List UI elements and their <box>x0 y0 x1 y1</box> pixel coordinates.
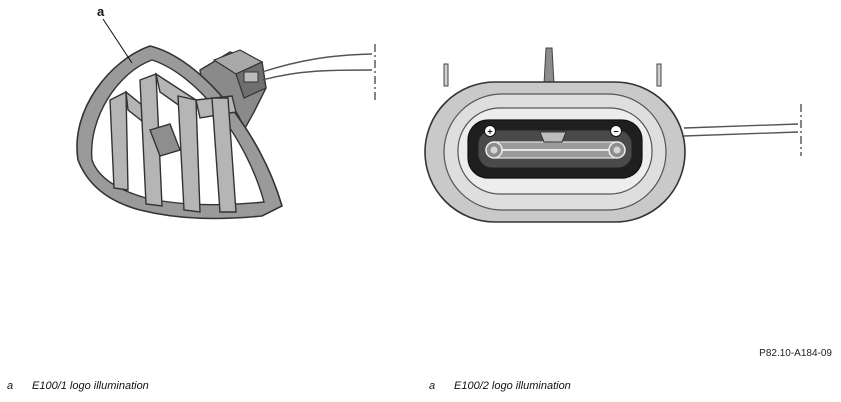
legend-text: E100/2 logo illumination <box>454 380 571 392</box>
legend-key: a <box>7 380 14 392</box>
plus-marker: + <box>484 125 496 137</box>
logo-letters <box>109 72 237 213</box>
logo-illumination-e100-2-illustration: + − <box>424 47 802 223</box>
callout-label: a <box>97 4 105 19</box>
mounting-pins <box>443 47 662 87</box>
contact-right <box>608 141 626 159</box>
lamp-wires <box>683 123 799 137</box>
callout-leader-line <box>102 18 133 64</box>
legend-key: a <box>429 380 436 392</box>
center-clip <box>539 131 567 143</box>
logo-illumination-e100-1-illustration <box>76 18 376 220</box>
connector-wires <box>261 53 373 81</box>
contact-left <box>485 141 503 159</box>
plus-sign: + <box>487 127 492 137</box>
minus-marker: − <box>610 125 622 137</box>
reference-code: P82.10-A184-09 <box>759 348 832 359</box>
legend-text: E100/1 logo illumination <box>32 380 149 392</box>
minus-sign: − <box>613 127 618 137</box>
